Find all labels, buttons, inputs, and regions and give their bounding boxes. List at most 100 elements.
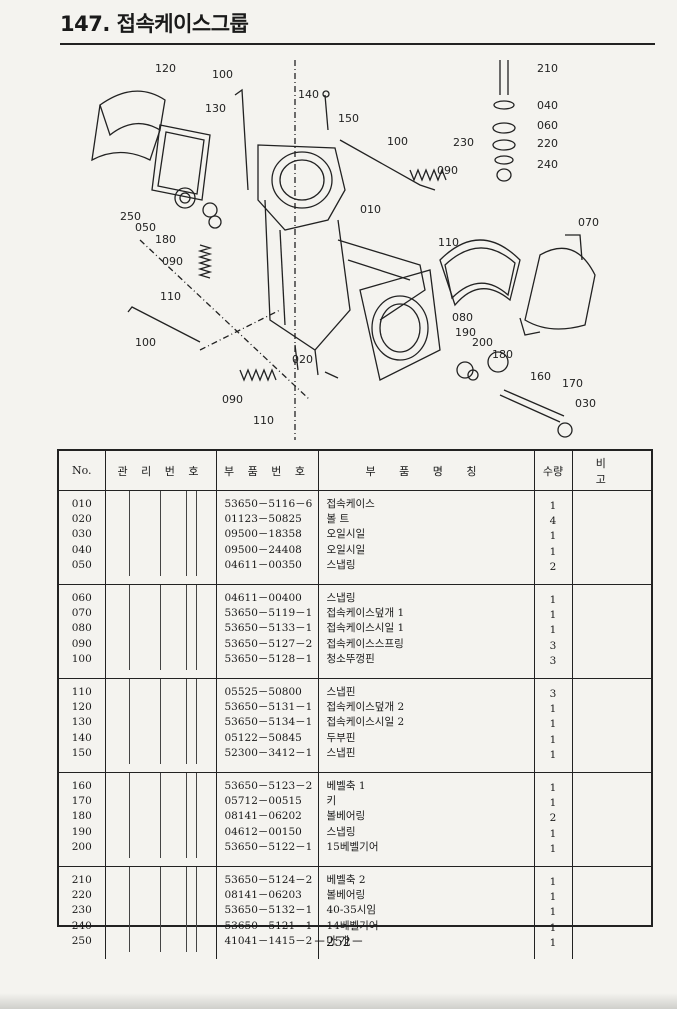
cell-name-value: 스냅링 — [326, 825, 356, 838]
cell-no-value: 200 — [71, 840, 92, 853]
cell-name-value: 볼 트 — [326, 513, 350, 526]
cell-name-value: 베벨축 1 — [326, 780, 366, 792]
cell-no-value: 070 — [71, 607, 92, 620]
cell-code-value: 08141－06203 — [224, 889, 302, 902]
svg-text:060: 060 — [537, 119, 558, 132]
col-header-qty: 수량 — [534, 451, 573, 491]
cell-qty-value: 1 — [549, 545, 557, 558]
cell-mgmt — [105, 772, 217, 867]
svg-text:110: 110 — [438, 236, 459, 249]
cell-no-value: 110 — [71, 686, 92, 698]
cell-qty-value: 4 — [549, 515, 557, 528]
cell-mgmt — [105, 490, 217, 585]
col-header-mgmt: 관 리 번 호 — [105, 451, 217, 491]
cell-no-value: 170 — [71, 795, 92, 808]
svg-text:110: 110 — [160, 290, 181, 303]
svg-text:040: 040 — [537, 99, 558, 112]
cell-qty-value: 3 — [549, 688, 557, 700]
cell-name-value: 접속케이스스프링 — [326, 637, 404, 650]
cell-qty-value: 2 — [549, 560, 557, 573]
cell-name-value: 마 개 — [326, 934, 350, 947]
cell-no-value: 220 — [71, 889, 92, 902]
cell-code-value: 53650－5133－1 — [224, 622, 313, 635]
cell-no-value: 180 — [71, 810, 92, 823]
cell-no-value: 150 — [71, 746, 92, 759]
cell-code-value: 52300－3412－1 — [224, 746, 313, 759]
col-header-name: 부 품 명 칭 — [318, 451, 535, 491]
cell-code-value: 09500－24408 — [224, 543, 302, 556]
cell-qty-value: 3 — [549, 639, 557, 652]
cell-qty-value: 1 — [549, 718, 557, 731]
cell-remark — [572, 772, 651, 867]
cell-name-value: 스냅링 — [326, 592, 356, 604]
cell-qty-value: 1 — [549, 733, 557, 746]
cell-name-value: 키 — [326, 795, 337, 808]
cell-name-value: 15베벨기어 — [326, 840, 379, 853]
cell-name-value: 오일시일 — [326, 543, 366, 556]
cell-qty-value: 1 — [549, 782, 557, 794]
cell-code-value: 53650－5119－1 — [224, 607, 313, 620]
cell-name-value: 베벨축 2 — [326, 874, 366, 886]
cell-name-value: 스냅핀 — [326, 686, 356, 698]
cell-no-value: 020 — [71, 513, 92, 526]
cell-name-value: 볼베어링 — [326, 810, 366, 823]
cell-code-value: 53650－5122－1 — [224, 840, 313, 853]
svg-text:240: 240 — [537, 158, 558, 171]
cell-no-value: 210 — [71, 874, 92, 886]
cell-code-value: 53650－5134－1 — [224, 716, 313, 729]
cell-no-value: 130 — [71, 716, 92, 729]
cell-no-value: 010 — [71, 498, 92, 510]
cell-qty-value: 1 — [549, 921, 557, 934]
svg-text:180: 180 — [155, 233, 176, 246]
cell-qty-value: 1 — [549, 609, 557, 622]
cell-no-value: 100 — [71, 652, 92, 665]
svg-text:210: 210 — [537, 62, 558, 75]
svg-text:150: 150 — [338, 112, 359, 125]
svg-text:250: 250 — [120, 210, 141, 223]
cell-code-value: 08141－06202 — [224, 810, 302, 823]
cell-remark — [572, 678, 651, 773]
svg-text:170: 170 — [562, 377, 583, 390]
cell-name-value: 접속케이스 — [326, 498, 375, 510]
cell-qty-value: 1 — [549, 891, 557, 904]
col-header-code: 부 품 번 호 — [216, 451, 319, 491]
svg-text:020: 020 — [292, 353, 313, 366]
svg-text:010: 010 — [360, 203, 381, 216]
cell-qty-value: 1 — [549, 876, 557, 888]
cell-name-value: 볼베어링 — [326, 889, 366, 902]
cell-code-value: 53650－5116－6 — [224, 498, 313, 510]
cell-no-value: 230 — [71, 904, 92, 917]
cell-qty-value: 1 — [549, 748, 557, 761]
svg-text:190: 190 — [455, 326, 476, 339]
cell-name-value: 청소뚜껑핀 — [326, 652, 375, 665]
svg-text:090: 090 — [162, 255, 183, 268]
cell-code-value: 53650－5132－1 — [224, 904, 313, 917]
cell-code-value: 09500－18358 — [224, 528, 302, 541]
cell-code-value: 53650－5128－1 — [224, 652, 313, 665]
cell-code-value: 05525－50800 — [224, 686, 302, 698]
page-number: －252－ — [313, 935, 364, 950]
cell-no-value: 160 — [71, 780, 92, 792]
exploded-parts-diagram: 120 100 130 140 150 100 230 210 040 060 … — [80, 50, 620, 470]
cell-code-value: 05712－00515 — [224, 795, 302, 808]
cell-name-value: 접속케이스시일 2 — [326, 716, 405, 729]
cell-code-value: 53650－5131－1 — [224, 701, 313, 714]
cell-no-value: 050 — [71, 558, 92, 571]
